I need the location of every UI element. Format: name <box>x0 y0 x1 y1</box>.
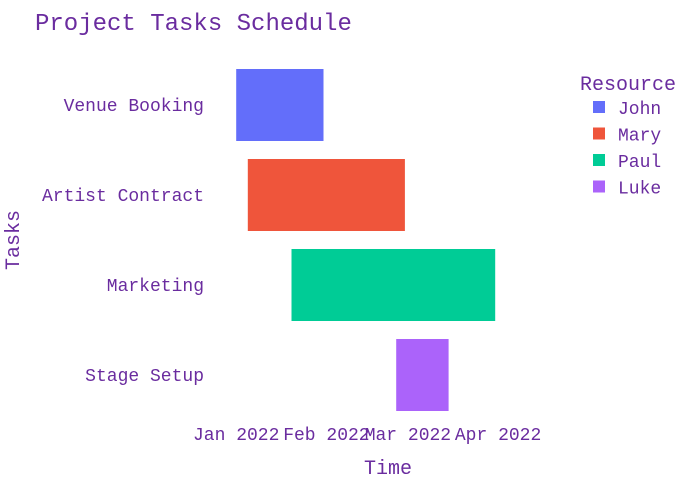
y-tick-label-artist-contract: Artist Contract <box>42 187 204 207</box>
y-tick-label-venue-booking: Venue Booking <box>64 97 204 117</box>
legend-label-mary: Mary <box>618 127 661 147</box>
legend-item-john[interactable]: John <box>593 100 661 120</box>
legend-item-mary[interactable]: Mary <box>593 127 661 147</box>
legend-swatch-john <box>593 101 605 113</box>
bar-marketing[interactable] <box>291 249 496 321</box>
legend-label-paul: Paul <box>618 153 661 173</box>
legend-swatch-luke <box>593 180 605 193</box>
chart-title: Project Tasks Schedule <box>35 11 352 38</box>
bar-venue-booking[interactable] <box>236 69 324 141</box>
y-tick-label-stage-setup: Stage Setup <box>85 367 204 387</box>
x-tick-label-feb-2022: Feb 2022 <box>283 426 369 446</box>
y-axis-label: Tasks <box>3 210 26 270</box>
legend-label-john: John <box>618 100 661 120</box>
x-tick-label-apr-2022: Apr 2022 <box>455 426 541 446</box>
y-tick-label-marketing: Marketing <box>107 277 204 297</box>
legend-swatch-paul <box>593 154 605 166</box>
legend-title: Resource <box>580 74 676 97</box>
bars-group <box>236 69 496 411</box>
x-tick-label-mar-2022: Mar 2022 <box>365 426 451 446</box>
legend-item-luke[interactable]: Luke <box>593 180 661 200</box>
bar-artist-contract[interactable] <box>247 159 405 231</box>
legend-swatch-mary <box>593 127 605 140</box>
x-axis-label: Time <box>364 458 412 481</box>
legend-label-luke: Luke <box>618 180 661 200</box>
x-tick-label-jan-2022: Jan 2022 <box>193 426 279 446</box>
bar-stage-setup[interactable] <box>396 339 449 411</box>
legend-item-paul[interactable]: Paul <box>593 153 661 173</box>
